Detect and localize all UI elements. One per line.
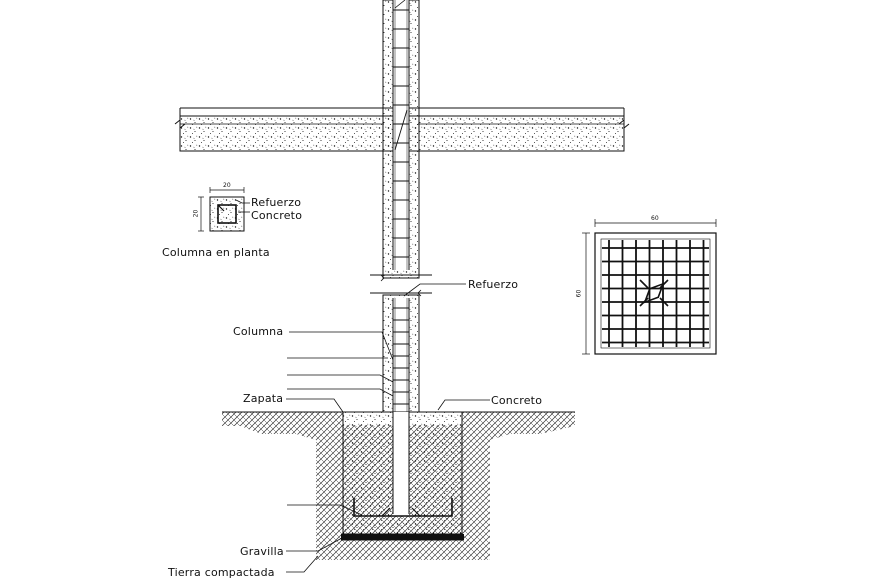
- gravilla-label: Gravilla: [240, 545, 284, 558]
- column-width-dimension: 20: [223, 182, 231, 189]
- footing-height-dimension: 60: [575, 289, 583, 298]
- zapata-label: Zapata: [243, 392, 284, 405]
- concreto-detail-label: Concreto: [251, 209, 303, 222]
- column-height-dimension: 20: [192, 209, 200, 218]
- footing-plan-detail: [582, 219, 717, 355]
- concreto-label: Concreto: [491, 394, 543, 407]
- columna-label: Columna: [233, 325, 284, 338]
- column-upper: [382, 0, 420, 279]
- column-ties-upper: [393, 9, 409, 258]
- footing-mesh: [602, 240, 709, 347]
- refuerzo-label: Refuerzo: [468, 278, 519, 291]
- refuerzo-detail-label: Refuerzo: [251, 196, 302, 209]
- footing: [341, 411, 464, 541]
- tierra-compactada-label: Tierra compactada: [168, 566, 275, 579]
- footing-width-dimension: 60: [651, 215, 659, 222]
- column-break: [370, 274, 432, 297]
- column-plan-detail: [198, 187, 245, 232]
- column-plan-caption: Columna en planta: [162, 246, 270, 259]
- leaders: [235, 199, 490, 573]
